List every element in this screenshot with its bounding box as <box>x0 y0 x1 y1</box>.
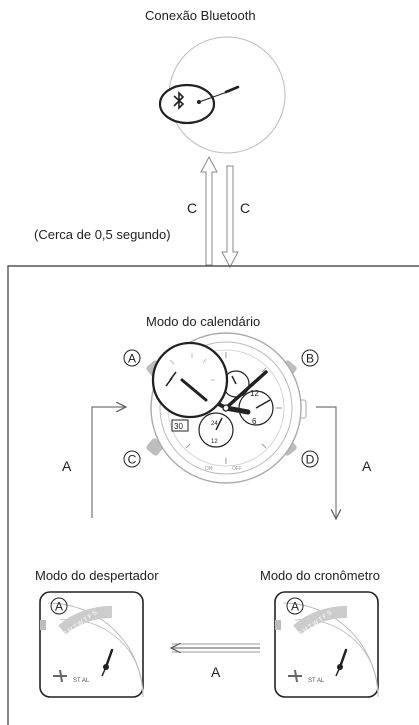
alarm-mode-watch: S M T W T F S ST AL <box>39 591 144 698</box>
button-d-label: D <box>306 453 315 467</box>
subdial-bottom-bottom: 12 <box>211 439 218 445</box>
date-window: 30 <box>174 422 183 431</box>
c-arrows <box>200 155 239 269</box>
alarm-st-al: ST AL <box>73 678 90 684</box>
button-b-label: B <box>306 352 314 366</box>
arrow-a-bottom-label: A <box>211 664 221 680</box>
airplane-icon <box>288 670 302 682</box>
subdial-bottom-top: 24 <box>211 421 218 427</box>
bluetooth-icon <box>173 91 185 110</box>
stopwatch-button-a-label: A <box>291 600 299 614</box>
arrow-a-bottom <box>172 644 260 652</box>
mode-frame <box>7 265 419 725</box>
bluetooth-title: Conexão Bluetooth <box>145 8 256 23</box>
subdial-right-bottom: 6 <box>252 417 257 426</box>
subdial-right-top: 12 <box>250 389 259 398</box>
airplane-icon <box>53 670 67 682</box>
stopwatch-title: Modo do cronômetro <box>260 568 380 583</box>
alarm-title: Modo do despertador <box>35 568 159 583</box>
button-a-label: A <box>128 352 136 366</box>
svg-text:OFF: OFF <box>232 466 242 472</box>
duration-note: (Cerca de 0,5 segundo) <box>34 227 171 242</box>
calendar-title: Modo do calendário <box>146 314 261 329</box>
bluetooth-dial <box>158 36 286 154</box>
stopwatch-st-al: ST AL <box>308 678 325 684</box>
button-c-label: C <box>128 453 137 467</box>
stopwatch-mode-watch: S M T W T F S ST AL <box>274 591 379 698</box>
arrow-a-right-label: A <box>362 458 372 474</box>
calendar-watch: ON OFF 12 6 24 12 30 <box>146 332 307 484</box>
arrow-c-left-label: C <box>187 200 198 216</box>
alarm-button-a-label: A <box>55 600 63 614</box>
arrow-a-left-label: A <box>62 458 72 474</box>
svg-text:ON: ON <box>205 466 213 472</box>
arrow-a-right <box>316 406 336 518</box>
arrow-c-right-label: C <box>240 200 251 216</box>
arrow-a-left <box>91 407 125 518</box>
